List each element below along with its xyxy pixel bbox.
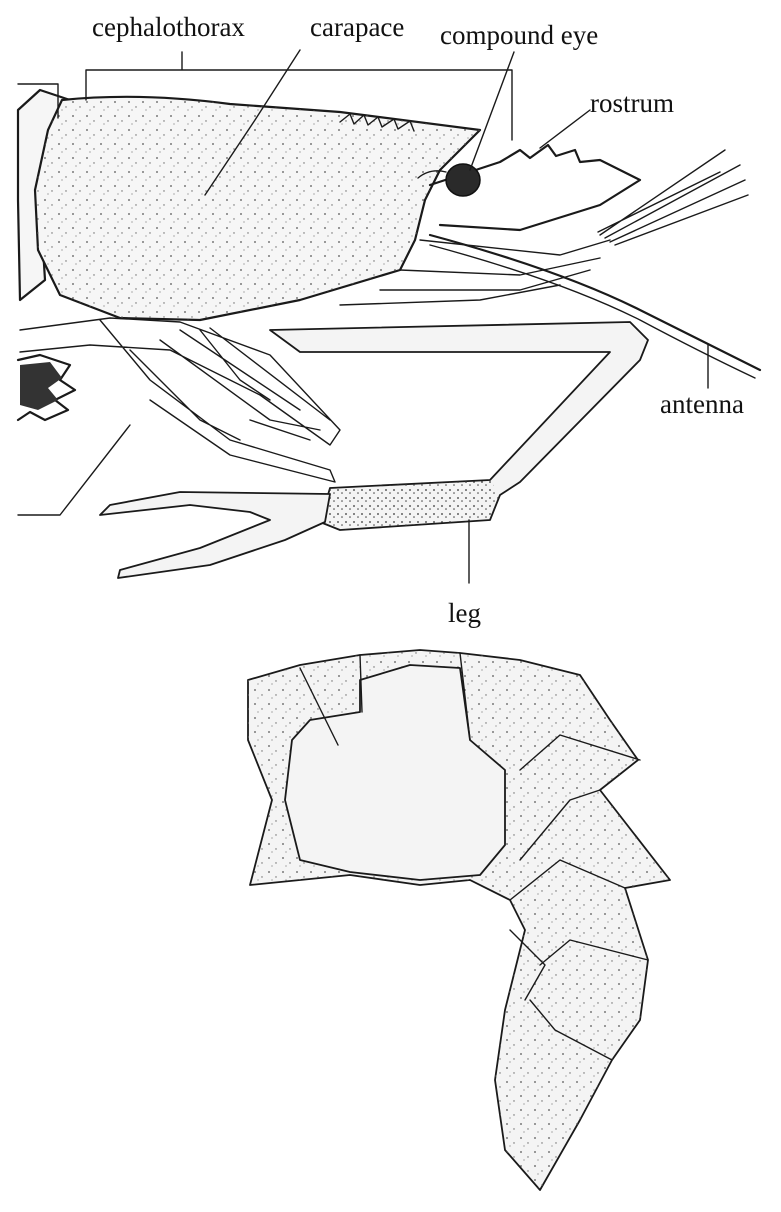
label-cephalothorax: cephalothorax [92, 12, 245, 42]
claw-shape [100, 492, 330, 578]
leader-rostrum [540, 110, 590, 148]
abdomen-drawing [248, 650, 670, 1190]
label-leg: leg [448, 598, 481, 628]
compound-eye-shape [446, 164, 480, 196]
label-rostrum: rostrum [590, 88, 674, 118]
antennule-bundle [598, 150, 748, 245]
label-antenna: antenna [660, 389, 744, 419]
label-compound-eye: compound eye [440, 20, 598, 50]
label-carapace: carapace [310, 12, 404, 42]
shrimp-head-drawing [18, 84, 760, 578]
